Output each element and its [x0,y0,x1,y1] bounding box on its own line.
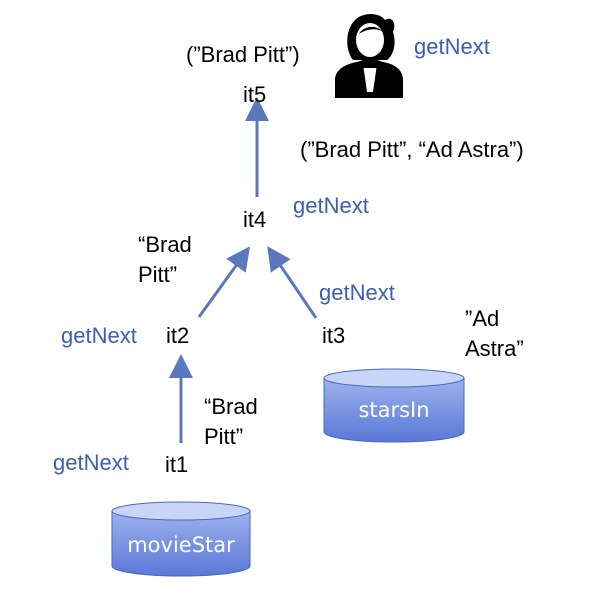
tuple-it1-output-line1: “Brad [204,394,258,419]
tuple-it2-output-line1: “Brad [138,232,192,257]
tuple-it3-output-line2: Astra” [465,336,524,361]
getnext-it2: getNext [61,323,137,348]
table-moviestar: movieStar [111,500,251,578]
table-starsin-label: starsIn [358,398,430,422]
tuple-it3-output-line1: ”Ad [465,306,500,331]
table-starsin: starsIn [323,368,465,444]
tuple-it1-output-line2: Pitt” [204,424,244,449]
getnext-it3: getNext [319,280,395,305]
node-it5: it5 [243,82,267,107]
node-it4: it4 [243,207,267,232]
cylinder-icon [111,501,251,577]
tuple-it4-output: (”Brad Pitt”, “Ad Astra”) [300,137,524,162]
getnext-it4: getNext [293,193,369,218]
user-icon [335,14,403,98]
cylinder-icon [323,368,465,443]
table-moviestar-label: movieStar [127,533,235,557]
node-it1: it1 [165,452,189,477]
node-it2: it2 [166,323,190,348]
getnext-it1: getNext [53,450,129,475]
node-it3: it3 [322,323,346,348]
edge-it2-it4 [197,246,251,318]
tuple-top: (”Brad Pitt”) [186,42,300,67]
edge-it3-it4 [267,246,318,319]
tuple-it2-output-line2: Pitt” [138,262,178,287]
getnext-user: getNext [414,34,490,59]
